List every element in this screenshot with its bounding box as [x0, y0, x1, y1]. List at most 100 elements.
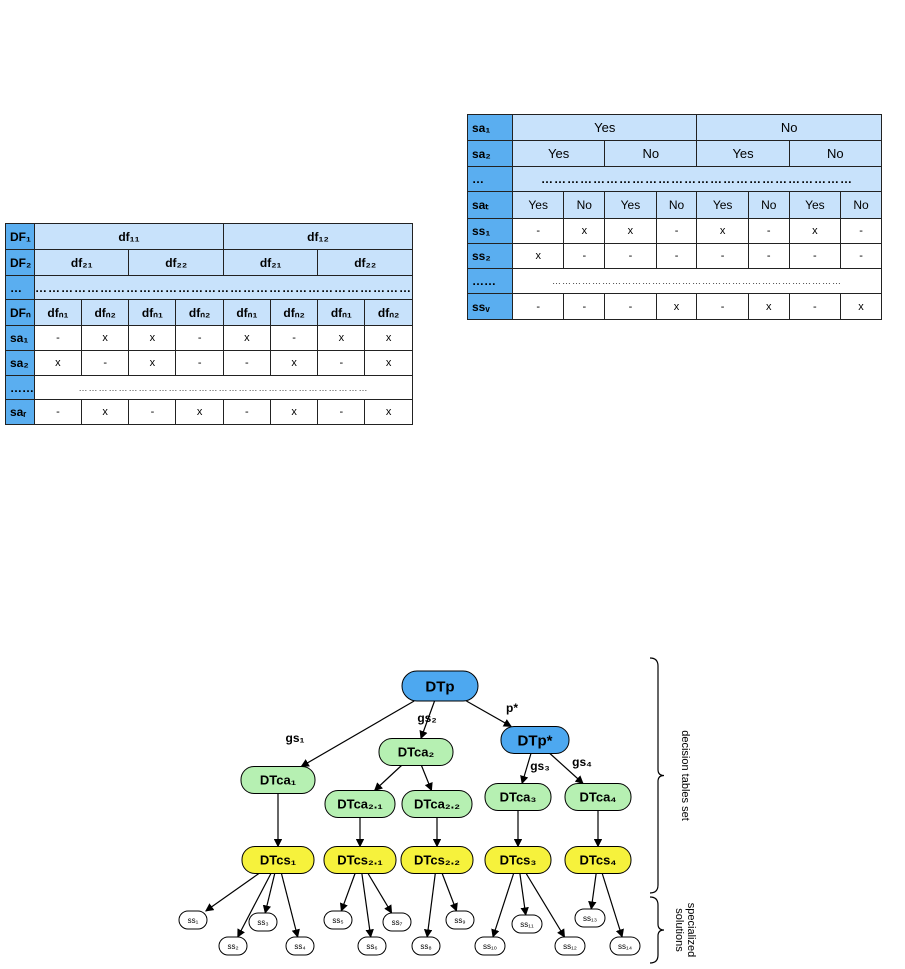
node-shape: [241, 846, 315, 874]
brace-2: [649, 896, 665, 964]
node-label: ss₁₂: [563, 942, 577, 951]
node-shape: [357, 936, 387, 956]
node-shape: [511, 914, 543, 934]
tree-node-dtcs1: DTcs₁: [241, 846, 315, 874]
condition-cell: df₂₁: [33, 249, 130, 276]
node-label: ss₈: [420, 942, 431, 951]
tree-edge-dtcs21-ss7: [367, 873, 393, 914]
row-header: saᵣ: [5, 399, 35, 425]
condition-cell: Yes: [511, 114, 698, 141]
table-cell: x: [317, 325, 366, 351]
edge-label-dtca2: gs₂: [417, 711, 436, 725]
node-label: ss₂: [227, 942, 238, 951]
table-cell: -: [34, 325, 82, 351]
node-shape: [178, 910, 208, 930]
brace-label-1: decision tables set: [679, 730, 691, 821]
node-label: DTca₂.₁: [337, 797, 383, 812]
tree-node-dtca2: DTca₂: [378, 738, 454, 766]
node-label: ss₉: [454, 916, 465, 925]
table-cell: x: [80, 399, 130, 425]
row-header: ss₁: [467, 218, 513, 244]
node-shape: [564, 783, 632, 811]
tree-node-ss3: ss₃: [248, 912, 278, 932]
tree-node-ss5: ss₅: [323, 910, 353, 930]
node-label: DTcs₄: [579, 853, 616, 868]
tree-node-ss13: ss₁₃: [574, 908, 606, 928]
node-shape: [240, 766, 316, 794]
node-label: ss₁: [188, 916, 199, 925]
table-cell: x: [128, 350, 177, 376]
row-header: …: [467, 166, 513, 192]
node-label: DTca₂.₂: [414, 797, 460, 812]
tree-node-ss4: ss₄: [285, 936, 315, 956]
node-label: ss₁₄: [618, 942, 632, 951]
node-label: ss₄: [294, 942, 305, 951]
node-shape: [401, 790, 473, 818]
table-cell: -: [317, 350, 366, 376]
tree-node-dtcs22: DTcs₂.₂: [400, 846, 474, 874]
table-cell: -: [604, 293, 657, 320]
node-shape: [609, 936, 641, 956]
table-cell: x: [511, 243, 565, 269]
tree-edge-dtcs3-ss12: [525, 873, 566, 938]
node-label: ss₅: [332, 916, 343, 925]
table-cell: x: [269, 350, 319, 376]
tree-edge-dtcs21-ss6: [361, 873, 374, 938]
table-cell: x: [269, 399, 319, 425]
row-header: ……: [5, 375, 35, 400]
tree-edge-dtcs22-ss9: [441, 873, 458, 912]
tree-edge-dtcs3-ss11: [519, 873, 529, 916]
table-cell: -: [511, 293, 565, 320]
node-label: DTca₂: [398, 745, 435, 760]
tree-edge-dtcs1-ss4: [280, 873, 300, 938]
tree-edge-dtcs1-ss2: [237, 873, 272, 938]
tree-edge-dtcs3-ss10: [491, 873, 515, 938]
node-label: DTcs₂.₂: [414, 853, 460, 868]
row-header: saₜ: [467, 191, 513, 219]
ellipsis-row: ……………………………………………………………………………: [34, 275, 413, 300]
decision-table-2: sa₁ Yes No sa₂ Yes No Yes No … …………………………: [467, 114, 883, 320]
condition-cell: dfₙ₂: [364, 299, 413, 326]
node-label: ss₃: [257, 918, 268, 927]
table-cell: x: [222, 325, 271, 351]
tree-node-ss9: ss₉: [445, 910, 475, 930]
row-header: ss₂: [467, 243, 513, 269]
condition-cell: No: [604, 140, 698, 167]
tree-node-ss10: ss₁₀: [474, 936, 506, 956]
node-shape: [484, 783, 552, 811]
table-cell: x: [128, 325, 177, 351]
table-cell: x: [788, 218, 842, 244]
node-shape: [401, 670, 479, 702]
edge-label-dtca4: gs₄: [572, 755, 592, 769]
node-shape: [564, 846, 632, 874]
table-cell: -: [840, 218, 882, 244]
brace-1: [649, 657, 665, 894]
node-label: DTca₁: [260, 773, 296, 788]
tree-node-ss2: ss₂: [218, 936, 248, 956]
ellipsis-row: ………………………………………………………………: [512, 166, 882, 192]
table-cell: -: [269, 325, 319, 351]
tree-node-dtcs21: DTcs₂.₁: [323, 846, 397, 874]
tree-edge-dtcs1-ss3: [262, 873, 276, 914]
node-shape: [500, 726, 570, 754]
node-shape: [484, 846, 552, 874]
node-label: DTcs₃: [500, 853, 537, 868]
table-cell: -: [696, 243, 749, 269]
row-header: DF₁: [5, 223, 35, 250]
node-label: DTp: [425, 678, 454, 695]
tree-node-ss6: ss₆: [357, 936, 387, 956]
brace-label-2: specializedsolutions: [673, 903, 697, 957]
tree-node-dtca3: DTca₃: [484, 783, 552, 811]
condition-cell: dfₙ₂: [175, 299, 224, 326]
condition-cell: No: [563, 191, 606, 219]
row-header: DFₙ: [5, 299, 35, 326]
node-label: ss₁₁: [520, 920, 534, 929]
node-label: ss₆: [366, 942, 377, 951]
node-shape: [324, 790, 396, 818]
tree-node-dtca4: DTca₄: [564, 783, 632, 811]
node-label: DTcs₁: [260, 853, 296, 868]
tree-edge-dtcs1-ss1: [205, 873, 260, 912]
node-shape: [248, 912, 278, 932]
table-cell: -: [34, 399, 82, 425]
node-shape: [323, 910, 353, 930]
